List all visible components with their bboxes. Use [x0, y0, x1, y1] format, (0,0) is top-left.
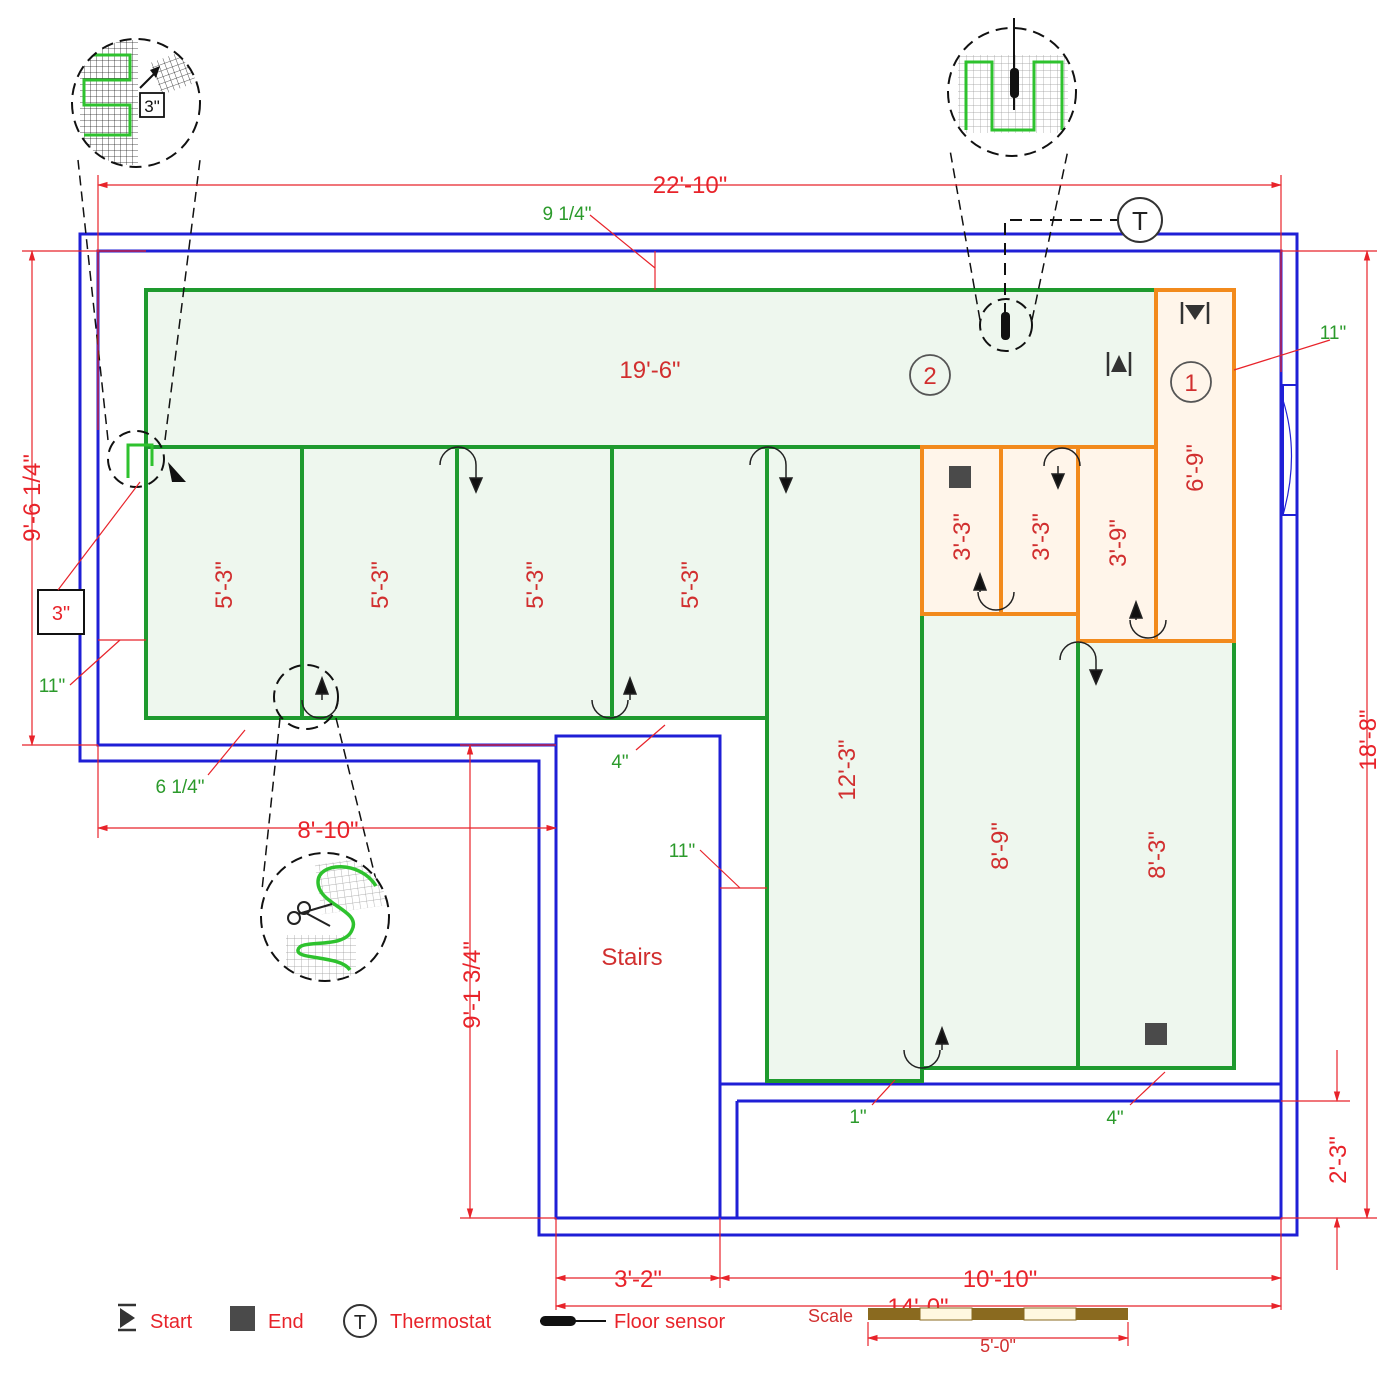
gap-bottom-right: 4" — [1106, 1108, 1123, 1129]
scissors-detail — [260, 852, 390, 982]
corner-detail-cable — [126, 443, 154, 478]
mat-col-3 — [455, 445, 614, 720]
heating-mats — [144, 288, 1236, 1083]
mat-orange-a-label: 3'-3" — [949, 513, 976, 561]
turn-arrow-icon — [903, 1025, 950, 1069]
mat-lower-mid — [920, 612, 1080, 1070]
legend-floor-sensor-label: Floor sensor — [614, 1311, 725, 1333]
mat-top-strip-label: 19'-6" — [619, 357, 680, 384]
circuit-2-circle — [909, 354, 951, 396]
dim-lower-right-width: 10'-10" — [963, 1266, 1037, 1293]
turn-arrow-icon — [1059, 641, 1104, 686]
sensor-detail — [947, 18, 1077, 157]
mat-orange-tall — [1154, 288, 1236, 643]
dim-left-height: 9'-6 1/4" — [19, 454, 46, 542]
legend-thermostat-symbol: T — [354, 1312, 366, 1334]
bottom-turn-ring — [273, 664, 339, 730]
gap-callouts: 9 1/4" 11" 11" 6 1/4" 4" 11" 1" 4" — [39, 204, 1346, 1129]
left-offset-box — [37, 589, 85, 635]
dim-bottom-strip: 2'-3" — [1325, 1136, 1352, 1184]
mat-orange-c-label: 3'-9" — [1105, 519, 1132, 567]
start-icon — [1180, 302, 1210, 324]
mat-lower-mid-label: 8'-9" — [987, 822, 1014, 870]
gap-right: 11" — [1320, 323, 1346, 344]
gap-mid-bottom: 4" — [611, 752, 628, 773]
gap-stairs-side: 11" — [669, 841, 695, 862]
legend-floor-sensor: Floor sensor — [540, 1311, 725, 1333]
end-icon — [230, 1306, 255, 1331]
gap-left: 11" — [39, 676, 65, 697]
detail-box-label: 3" — [144, 97, 160, 116]
legend: Start End T Thermostat Floor sensor Scal… — [118, 1303, 1130, 1356]
left-offset-label: 3" — [52, 603, 70, 625]
mat-long-center — [765, 445, 924, 1083]
floor-sensor-icon — [1001, 312, 1010, 340]
gap-bottom-mid: 1" — [849, 1107, 866, 1128]
scale-length: 5'-0" — [980, 1336, 1016, 1356]
thermostat-wiring: T — [979, 197, 1163, 352]
dim-lower-left-width: 8'-10" — [297, 817, 358, 844]
floor-sensor-icon — [540, 1316, 606, 1326]
mat-col-1-label: 5'-3" — [211, 561, 238, 609]
legend-start: Start — [118, 1303, 193, 1333]
turn-arrow-icon — [439, 446, 484, 494]
turn-arrow-icon — [1128, 599, 1167, 639]
start-icon — [118, 1303, 136, 1332]
mat-top-strip — [144, 288, 1158, 449]
detail-box — [139, 92, 165, 118]
mat-orange-tall-label: 6'-9" — [1182, 444, 1209, 492]
thermostat-wire — [1004, 219, 1120, 315]
mat-col-4-label: 5'-3" — [677, 561, 704, 609]
circuit-1-circle — [1170, 361, 1212, 403]
gap-bottom-left: 6 1/4" — [155, 777, 204, 798]
stairs-label: Stairs — [601, 944, 662, 971]
start-icon — [1106, 352, 1132, 376]
dim-stairs-height: 9'-1 3/4" — [459, 941, 486, 1029]
scale-label: Scale — [808, 1306, 853, 1326]
legend-end: End — [230, 1306, 304, 1333]
legend-thermostat: T Thermostat — [343, 1304, 492, 1338]
floor-sensor-ring — [979, 298, 1033, 352]
scissors-icon — [287, 901, 333, 927]
turn-arrow-icon — [1043, 447, 1081, 490]
legend-start-label: Start — [150, 1311, 193, 1333]
mat-orange-b-label: 3'-3" — [1028, 513, 1055, 561]
circuit-markers: 2 1 — [909, 354, 1212, 403]
end-icon — [949, 466, 971, 488]
legend-thermostat-label: Thermostat — [390, 1311, 492, 1333]
mat-col-4 — [610, 445, 769, 720]
dim-overall-width: 22'-10" — [653, 172, 727, 199]
start-end-markers — [949, 302, 1210, 1045]
corner-detail-arrow — [168, 462, 186, 482]
mat-col-3-label: 5'-3" — [522, 561, 549, 609]
circuit-1-label: 1 — [1184, 370, 1197, 397]
gap-top: 9 1/4" — [542, 204, 591, 225]
circuit-2-label: 2 — [923, 363, 936, 390]
turn-arrow-icon — [591, 675, 638, 719]
dim-stairs-width: 3'-2" — [614, 1266, 662, 1293]
end-icon — [1145, 1023, 1167, 1045]
door-frame — [1282, 384, 1298, 516]
legend-end-label: End — [268, 1311, 304, 1333]
mat-labels: 19'-6" 5'-3" 5'-3" 5'-3" 5'-3" 12'-3" 3'… — [211, 357, 1209, 971]
mat-col-2-label: 5'-3" — [367, 561, 394, 609]
door-swing — [1282, 399, 1293, 516]
mat-orange-c — [1076, 445, 1158, 643]
mat-lower-right — [1076, 639, 1236, 1070]
thermostat-symbol: T — [1132, 206, 1148, 236]
stairs-outline — [554, 734, 722, 1220]
thermostat-icon — [1117, 197, 1163, 243]
mat-lower-right-label: 8'-3" — [1144, 831, 1171, 879]
outer-wall — [78, 232, 1299, 1237]
thermostat-icon — [343, 1304, 377, 1338]
turn-arrow-icon — [749, 446, 794, 494]
mat-orange-b — [999, 445, 1080, 616]
cut-mat-detail: 3" — [71, 38, 201, 168]
scale-bar: Scale 5'-0" — [808, 1306, 1130, 1356]
mat-long-center-label: 12'-3" — [834, 739, 861, 800]
turn-arrow-icon — [972, 571, 1015, 611]
dim-right-height: 18'-8" — [1355, 709, 1382, 770]
